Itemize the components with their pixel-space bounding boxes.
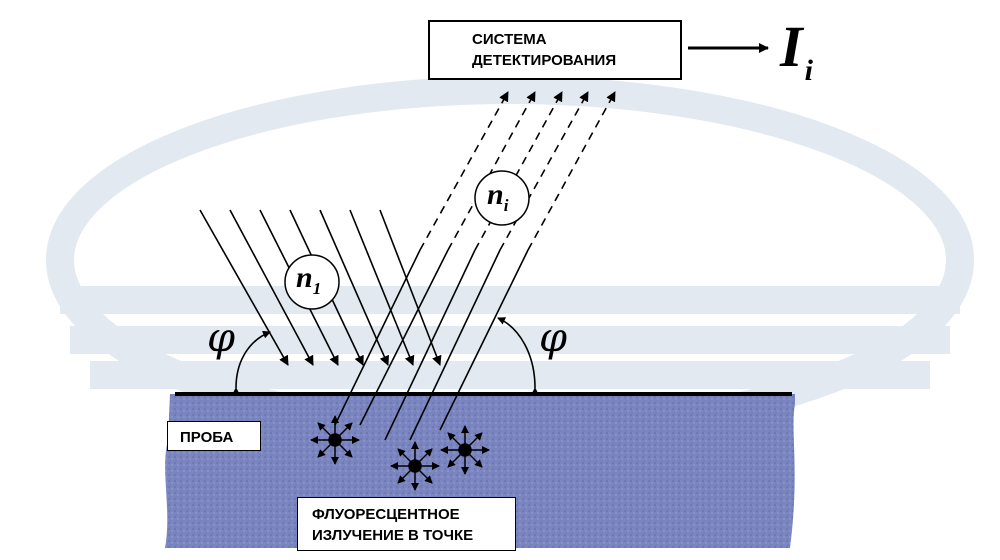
- incident-angle-symbol: φ: [207, 315, 236, 361]
- detection-system-label-line2: ДЕТЕКТИРОВАНИЯ: [472, 52, 617, 69]
- incident-beam-circle: [284, 254, 340, 310]
- output-signal-label: Ii: [780, 18, 813, 100]
- fluorescence-label-line1: ФЛУОРЕСЦЕНТНОЕ: [312, 506, 460, 523]
- watermark-logo: [46, 76, 974, 444]
- emission-point: [440, 425, 490, 475]
- emission-point: [390, 441, 440, 491]
- incident-ray: [379, 209, 442, 366]
- detection-system-box: СИСТЕМА ДЕТЕКТИРОВАНИЯ: [428, 20, 682, 80]
- emitted-beam-circle: [474, 170, 530, 226]
- incident-beam-label: n1: [296, 263, 321, 304]
- fluorescence-label-line2: ИЗЛУЧЕНИЕ В ТОЧКЕ: [312, 527, 474, 544]
- incident-ray: [199, 209, 289, 366]
- emitted-beam: [334, 91, 616, 441]
- incident-beam-subscript: 1: [312, 279, 322, 298]
- emission-angle-symbol: φ: [539, 315, 568, 361]
- incident-beam-symbol: n: [296, 261, 313, 294]
- emission-point: [310, 415, 360, 465]
- emitted-beam-subscript: i: [503, 196, 509, 215]
- fluorescence-label: ФЛУОРЕСЦЕНТНОЕ ИЗЛУЧЕНИЕ В ТОЧКЕ: [297, 497, 516, 551]
- incident-angle-arc: [231, 330, 271, 396]
- emitted-beam-label: ni: [487, 180, 508, 221]
- output-signal-subscript: i: [804, 54, 813, 87]
- sample-label: ПРОБА: [167, 421, 261, 451]
- output-signal-symbol: I: [780, 14, 803, 79]
- detection-system-label-line1: СИСТЕМА: [472, 31, 547, 48]
- emitted-beam-symbol: n: [487, 178, 504, 211]
- emission-angle-arc: [497, 317, 540, 396]
- incident-ray: [229, 209, 314, 366]
